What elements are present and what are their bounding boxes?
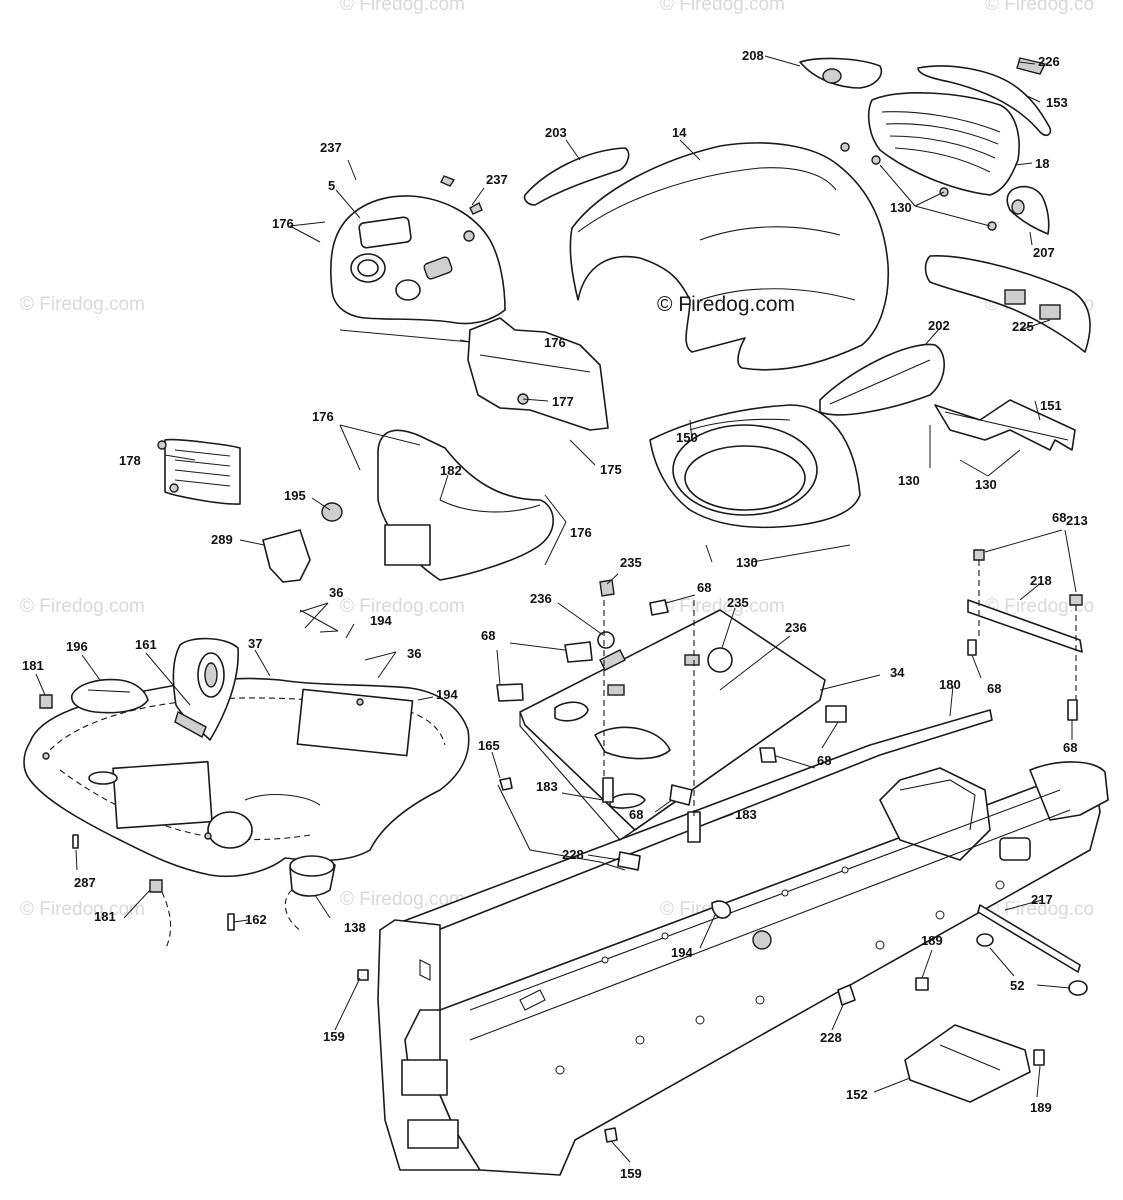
watermarks: © Firedog.com © Firedog.com © Firedog.co… [20, 0, 1094, 920]
watermark-text: © Firedog.co [985, 596, 1094, 617]
watermark-main: © Firedog.com [657, 293, 795, 316]
callout-label: 194 [671, 945, 693, 960]
bracket-218 [967, 549, 1083, 721]
watermark-text: © Firedog.com [20, 294, 145, 315]
callout-label: 130 [898, 473, 920, 488]
callout-label: 183 [735, 807, 757, 822]
callout-label: 237 [320, 140, 342, 155]
fasteners-130-top [840, 142, 997, 231]
callout-label: 176 [544, 335, 566, 350]
callout-label: 161 [135, 637, 157, 652]
callout-label: 159 [323, 1029, 345, 1044]
callout-label: 175 [600, 462, 622, 477]
callout-label: 162 [245, 912, 267, 927]
fender-part [23, 677, 470, 878]
misc-upper-parts [523, 147, 1076, 451]
watermark-text: © Firedog.com [340, 889, 465, 910]
watermark-text: © Firedog.com [660, 0, 785, 15]
callout-label: 194 [436, 687, 458, 702]
callout-label: 68 [481, 628, 495, 643]
callout-label: 203 [545, 125, 567, 140]
callout-label: 237 [486, 172, 508, 187]
callout-label: 236 [785, 620, 807, 635]
callout-label: 178 [119, 453, 141, 468]
callout-label: 130 [975, 477, 997, 492]
callout-label: 68 [1063, 740, 1077, 755]
callout-label: 68 [629, 807, 643, 822]
hood-part: © Firedog.com [569, 142, 890, 371]
callout-label: 202 [928, 318, 950, 333]
callout-label: 228 [562, 847, 584, 862]
watermark-text: © Firedog.com [340, 596, 465, 617]
callout-label: 194 [370, 613, 392, 628]
callout-label: 138 [344, 920, 366, 935]
callout-label: 213 [1066, 513, 1088, 528]
callout-label: 218 [1030, 573, 1052, 588]
leader-lines [35, 55, 1077, 1163]
callout-label: 228 [820, 1030, 842, 1045]
callout-label: 181 [94, 909, 116, 924]
callout-label: 68 [987, 681, 1001, 696]
watermark-text: © Firedog.com [20, 596, 145, 617]
callout-numbers: 5 14 18 34 36 36 37 52 68 68 68 68 68 68… [22, 48, 1088, 1181]
callout-label: 36 [407, 646, 421, 661]
callout-label: 182 [440, 463, 462, 478]
callout-label: 151 [1040, 398, 1062, 413]
callout-label: 189 [921, 933, 943, 948]
callout-label: 181 [22, 658, 44, 673]
callout-label: 183 [536, 779, 558, 794]
grille-assembly [799, 57, 1091, 353]
callout-label: 235 [620, 555, 642, 570]
callout-label: 287 [74, 875, 96, 890]
callout-label: 189 [1030, 1100, 1052, 1115]
callout-label: 68 [1052, 510, 1066, 525]
watermark-text: © Firedog.com [340, 0, 465, 15]
callout-label: 130 [890, 200, 912, 215]
callout-label: 52 [1010, 978, 1024, 993]
callout-label: 152 [846, 1087, 868, 1102]
callout-label: 34 [890, 665, 905, 680]
callout-label: 196 [66, 639, 88, 654]
frame-part [377, 709, 1109, 1176]
callout-label: 176 [312, 409, 334, 424]
callout-label: 207 [1033, 245, 1055, 260]
callout-label: 5 [328, 178, 335, 193]
callout-label: 235 [727, 595, 749, 610]
callout-label: 289 [211, 532, 233, 547]
watermark-text: © Firedog.co [985, 0, 1094, 15]
watermark-text: © Firedog.com [660, 596, 785, 617]
callout-label: 236 [530, 591, 552, 606]
dash-panel-part [329, 175, 506, 325]
callout-label: 18 [1035, 156, 1049, 171]
callout-label: 225 [1012, 319, 1034, 334]
fender-accessories [71, 637, 239, 741]
callout-label: 176 [272, 216, 294, 231]
watermark-text: © Firedog.co [985, 899, 1094, 920]
callout-label: 176 [570, 525, 592, 540]
frame-plate-part [519, 609, 826, 841]
callout-label: 226 [1038, 54, 1060, 69]
callout-label: 159 [620, 1166, 642, 1181]
callout-label: 195 [284, 488, 306, 503]
console-part [157, 317, 609, 583]
callout-label: 150 [676, 430, 698, 445]
callout-label: 68 [817, 753, 831, 768]
callout-label: 208 [742, 48, 764, 63]
callout-label: 68 [697, 580, 711, 595]
callout-label: 180 [939, 677, 961, 692]
callout-label: 130 [736, 555, 758, 570]
callout-label: 37 [248, 636, 262, 651]
watermark-text: © Firedog.com [20, 899, 145, 920]
callout-label: 36 [329, 585, 343, 600]
callout-label: 165 [478, 738, 500, 753]
callout-label: 14 [672, 125, 687, 140]
fan-shroud-part [649, 404, 861, 529]
callout-label: 217 [1031, 892, 1053, 907]
hardware-cluster [496, 579, 847, 950]
callout-label: 153 [1046, 95, 1068, 110]
callout-label: 177 [552, 394, 574, 409]
lower-right-parts [39, 694, 1088, 1143]
